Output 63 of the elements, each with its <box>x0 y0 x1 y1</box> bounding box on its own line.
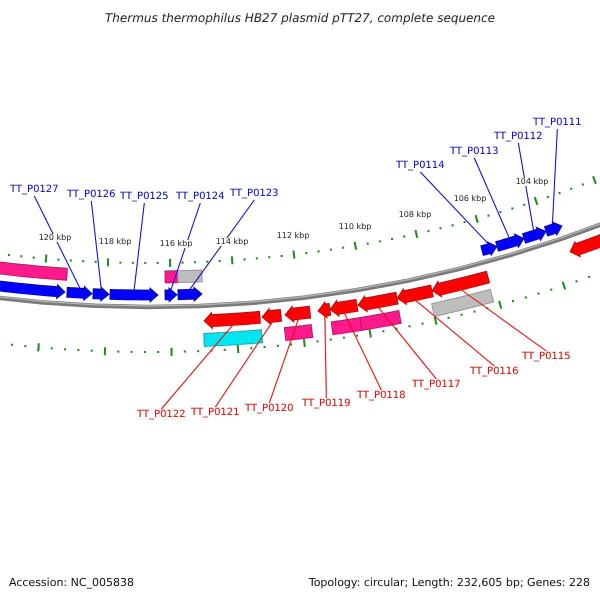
gene-label: TT_P0113 <box>450 147 499 157</box>
gene-label: TT_P0115 <box>522 352 571 362</box>
leader-line <box>324 316 327 398</box>
gene-label: TT_P0119 <box>302 399 351 409</box>
gene-label: TT_P0120 <box>245 404 294 414</box>
gene-label: TT_P0111 <box>533 118 582 128</box>
gene-block <box>431 270 490 298</box>
accession-text: Accession: NC_005838 <box>9 577 134 588</box>
gene-block <box>92 286 110 302</box>
leader-line <box>34 196 80 288</box>
leader-line <box>189 200 255 290</box>
scale-label: 104 kbp <box>514 178 550 186</box>
summary-text: Topology: circular; Length: 232,605 bp; Genes: 228 <box>308 577 590 588</box>
leader-line <box>474 158 510 238</box>
leader-line <box>170 202 201 290</box>
gene-label: TT_P0124 <box>176 192 225 202</box>
gene-label: TT_P0121 <box>191 408 240 418</box>
leader-line <box>344 312 382 390</box>
gene-label: TT_P0117 <box>412 380 461 390</box>
scale-label: 118 kbp <box>98 238 132 246</box>
gene-label: TT_P0118 <box>357 391 406 401</box>
gene-block <box>544 221 563 237</box>
gene-block <box>329 298 358 318</box>
gene-block <box>164 287 178 303</box>
leader-line <box>134 202 145 290</box>
gene-block <box>66 285 93 302</box>
gene-block <box>522 226 547 244</box>
scale-label: 108 kbp <box>398 211 432 219</box>
scale-label: 106 kbp <box>452 195 488 203</box>
scale-label: 114 kbp <box>214 238 250 246</box>
gene-block <box>396 284 434 306</box>
title: Thermus thermophilus HB27 plasmid pTT27, complete sequence <box>104 12 496 24</box>
gene-label: TT_P0123 <box>230 189 279 199</box>
leader-line <box>552 128 558 224</box>
scale-label: 112 kbp <box>276 232 310 240</box>
gene-block <box>357 292 399 313</box>
leader-line <box>90 200 102 290</box>
leader-line <box>461 290 547 352</box>
gene-label: TT_P0112 <box>494 132 543 142</box>
leader-line <box>160 324 233 410</box>
leader-line <box>378 307 437 380</box>
gene-block <box>317 301 332 319</box>
gene-block <box>284 305 312 323</box>
gene-block <box>480 241 498 256</box>
scale-label: 110 kbp <box>338 223 372 231</box>
gene-block <box>495 233 525 252</box>
gene-block <box>261 307 282 326</box>
gene-label: TT_P0114 <box>396 161 445 171</box>
gene-label: TT_P0122 <box>137 410 186 420</box>
gene-label: TT_P0116 <box>470 367 519 377</box>
leader-line <box>415 300 495 366</box>
gene-label: TT_P0126 <box>67 190 116 200</box>
leader-line <box>268 319 299 404</box>
leader-line <box>518 142 534 231</box>
gene-block <box>203 310 261 330</box>
scale-label: 120 kbp <box>38 234 72 242</box>
scale-label: 116 kbp <box>158 240 194 248</box>
leader-line <box>214 322 273 408</box>
gene-block <box>178 286 203 302</box>
leader-line <box>420 172 489 244</box>
gene-label: TT_P0125 <box>120 192 169 202</box>
gene-block <box>109 287 159 303</box>
gene-label: TT_P0127 <box>10 185 59 195</box>
